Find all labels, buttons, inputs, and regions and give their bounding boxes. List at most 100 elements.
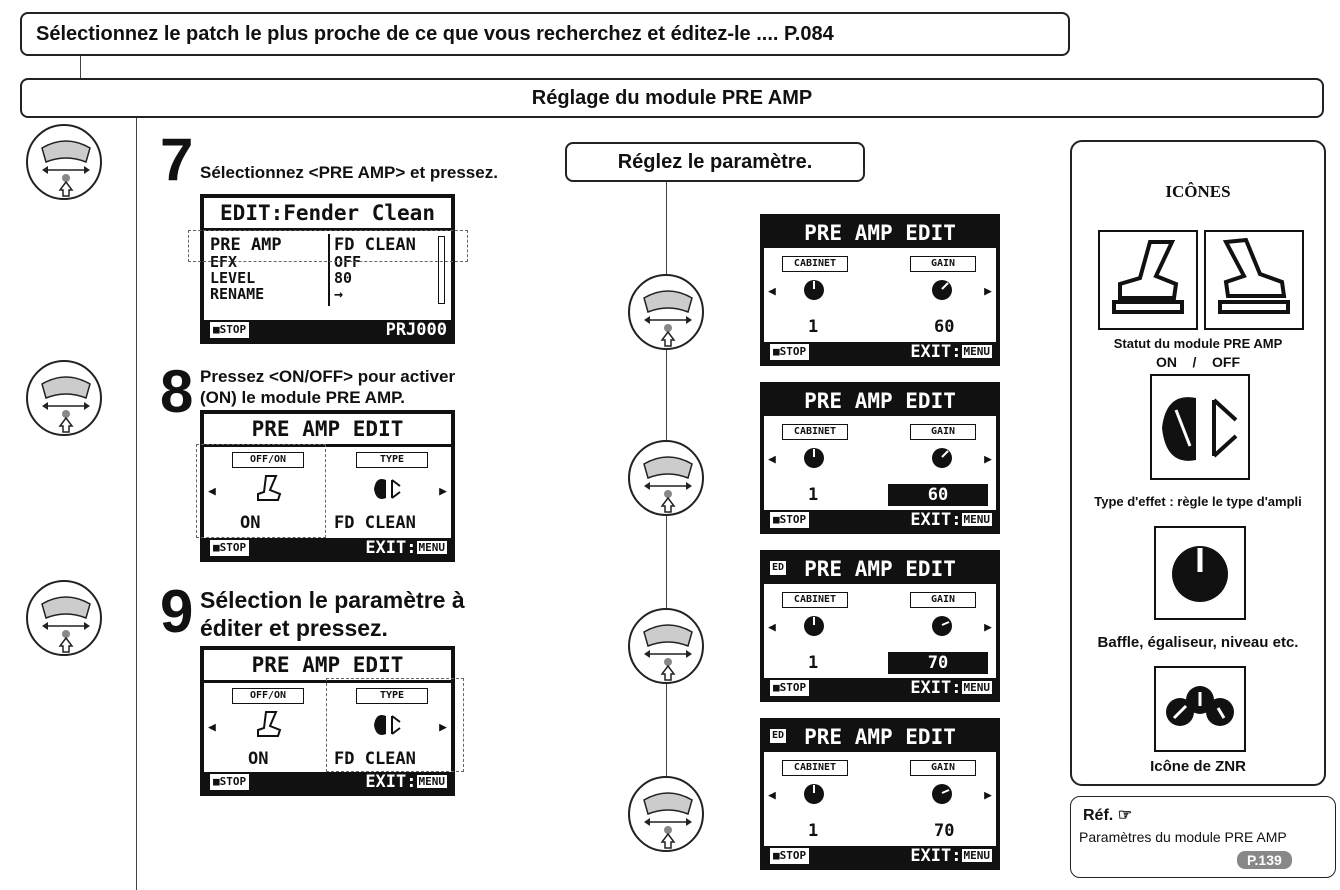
screen9-tag-right: TYPE — [356, 688, 428, 704]
param3-right-arrow-icon: ▶ — [984, 620, 992, 635]
screen-step7: EDIT:Fender Clean PRE AMP FD CLEAN EFX O… — [200, 194, 455, 344]
param4-value-left: 1 — [808, 821, 819, 841]
param4-stop-label: ■STOP — [770, 848, 810, 864]
screen9-footer: ■STOP EXIT:MENU — [204, 772, 451, 792]
step-9-number: 9 — [160, 578, 194, 645]
param-screen-1: PRE AMP EDIT CABINET GAIN ◀ ▶ 1 60 ■STOP… — [760, 214, 1000, 366]
dial-icon-step8 — [26, 360, 102, 436]
status-off-icon — [1204, 230, 1304, 330]
screen9-value-left: ON — [248, 749, 269, 769]
top-banner-text: Sélectionnez le patch le plus proche de … — [36, 22, 834, 45]
param2-tag-right: GAIN — [910, 424, 976, 440]
param4-tag-left: CABINET — [782, 760, 848, 776]
screen7-row-value: FD CLEAN — [334, 235, 416, 255]
param3-tag-right: GAIN — [910, 592, 976, 608]
screen7-scrollbar — [438, 236, 445, 304]
param4-value-right: 70 — [934, 821, 955, 841]
param3-menu-label: MENU — [961, 681, 992, 694]
param3-edited-badge: ED — [770, 561, 787, 575]
screen8-title: PRE AMP EDIT — [204, 414, 451, 447]
dial-icon-step9 — [26, 580, 102, 656]
param2-value-left: 1 — [808, 485, 819, 505]
screen9-tag-left: OFF/ON — [232, 688, 304, 704]
step-7-number: 7 — [160, 126, 194, 193]
screen8-menu-label: MENU — [416, 541, 447, 554]
screen8-stop-label: ■STOP — [210, 540, 250, 556]
top-banner: Sélectionnez le patch le plus proche de … — [20, 12, 1070, 56]
dial-icon-param3 — [628, 608, 704, 684]
adjust-header: Réglez le paramètre. — [565, 142, 865, 182]
param3-footer: ■STOP EXIT:MENU — [764, 678, 996, 698]
param3-knob-icon-left — [804, 616, 824, 636]
icons-panel: ICÔNES Statut du module PRE AMP ON / OFF… — [1070, 140, 1326, 786]
param4-knob-icon-left — [804, 784, 824, 804]
banner-connector — [80, 56, 81, 80]
param3-knob-icon-right — [932, 616, 952, 636]
screen7-footer: ■STOP PRJ000 — [204, 320, 451, 340]
screen8-value-left: ON — [240, 513, 261, 533]
screen8-highlight — [196, 444, 326, 538]
param-screen-4: PRE AMP EDIT ED CABINET GAIN ◀ ▶ 1 70 ■S… — [760, 718, 1000, 870]
step-8-text-line1: Pressez <ON/OFF> pour activer — [200, 367, 456, 386]
screen8-left-arrow-icon: ◀ — [208, 484, 216, 499]
icons-panel-title: ICÔNES — [1165, 182, 1231, 201]
screen9-value-right: FD CLEAN — [334, 749, 416, 769]
param2-tag-left: CABINET — [782, 424, 848, 440]
step-8-number: 8 — [160, 358, 194, 425]
amp-type-icon — [1150, 374, 1250, 480]
param1-knob-icon-right — [932, 280, 952, 300]
step-8-text-line2: (ON) le module PRE AMP. — [200, 388, 405, 407]
dial-icon-param4 — [628, 776, 704, 852]
screen8-exit-label: EXIT:MENU — [365, 538, 447, 558]
param3-tag-left: CABINET — [782, 592, 848, 608]
param4-exit-text: EXIT: — [910, 846, 962, 866]
param3-left-arrow-icon: ◀ — [768, 620, 776, 635]
status-caption: Statut du module PRE AMP — [1113, 336, 1283, 351]
param2-title: PRE AMP EDIT — [764, 386, 996, 416]
screen9-right-arrow-icon: ▶ — [439, 720, 447, 735]
screen9-menu-label: MENU — [416, 775, 447, 788]
param1-tag-right: GAIN — [910, 256, 976, 272]
screen8-value-right: FD CLEAN — [334, 513, 416, 533]
param2-exit-label: EXIT:MENU — [910, 510, 992, 530]
reference-text: Paramètres du module PRE AMP — [1079, 829, 1287, 845]
param2-footer: ■STOP EXIT:MENU — [764, 510, 996, 530]
param4-right-arrow-icon: ▶ — [984, 788, 992, 803]
knob-caption: Baffle, égaliseur, niveau etc. — [1097, 634, 1299, 651]
param4-left-arrow-icon: ◀ — [768, 788, 776, 803]
adjust-title: Réglez le paramètre. — [617, 150, 813, 173]
param4-edited-badge: ED — [770, 729, 787, 743]
param1-knob-icon-left — [804, 280, 824, 300]
screen7-row-label: RENAME — [210, 285, 265, 303]
param1-right-arrow-icon: ▶ — [984, 284, 992, 299]
screen8-exit-text: EXIT: — [365, 538, 417, 558]
step-9-text-line1: Sélection le paramètre à — [200, 587, 465, 613]
screen9-highlight — [326, 678, 464, 772]
param-screen-3: PRE AMP EDIT ED CABINET GAIN ◀ ▶ 1 70 ■S… — [760, 550, 1000, 702]
step-9-text-line2: éditer et pressez. — [200, 615, 388, 641]
param4-title: PRE AMP EDIT — [764, 722, 996, 752]
screen7-stop-label: ■STOP — [210, 322, 250, 338]
param1-left-arrow-icon: ◀ — [768, 284, 776, 299]
screen8-switch-icon — [257, 475, 282, 501]
reference-box: Réf. ☞ Paramètres du module PRE AMP P.13… — [1070, 796, 1336, 878]
param-screen-2: PRE AMP EDIT CABINET GAIN ◀ ▶ 1 60 ■STOP… — [760, 382, 1000, 534]
screen7-row-label: PRE AMP — [210, 235, 282, 255]
param3-exit-text: EXIT: — [910, 678, 962, 698]
param2-left-arrow-icon: ◀ — [768, 452, 776, 467]
screen9-stop-label: ■STOP — [210, 774, 250, 790]
param3-stop-label: ■STOP — [770, 680, 810, 696]
step-7-text: Sélectionnez <PRE AMP> et pressez. — [200, 163, 498, 182]
screen9-left-arrow-icon: ◀ — [208, 720, 216, 735]
param1-value-right: 60 — [934, 317, 955, 337]
screen7-project-label: PRJ000 — [385, 320, 447, 340]
param2-stop-label: ■STOP — [770, 512, 810, 528]
param1-value-left: 1 — [808, 317, 819, 337]
param1-stop-label: ■STOP — [770, 344, 810, 360]
reference-page-link[interactable]: P.139 — [1237, 851, 1292, 869]
reference-title-row: Réf. ☞ — [1083, 805, 1132, 825]
screen9-title: PRE AMP EDIT — [204, 650, 451, 683]
dial-icon-param1 — [628, 274, 704, 350]
param2-value-right: 60 — [888, 484, 988, 506]
param2-right-arrow-icon: ▶ — [984, 452, 992, 467]
